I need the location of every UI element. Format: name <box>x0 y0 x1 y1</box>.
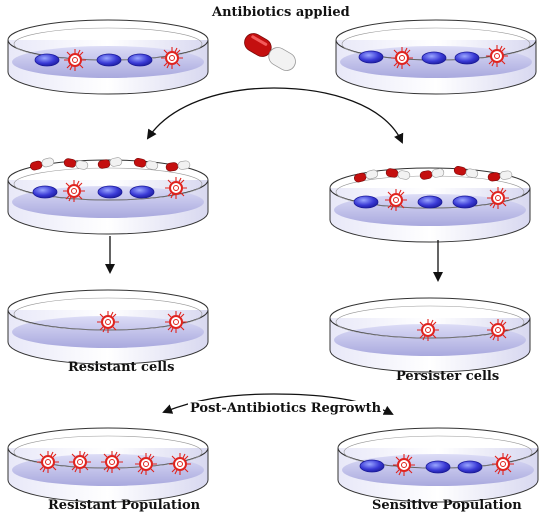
resistant-population-label: Resistant Population <box>48 498 201 513</box>
red-spiky-bacterium-icon <box>69 451 91 473</box>
red-spiky-bacterium-icon <box>37 451 59 473</box>
pill-capsule-icon <box>244 33 296 71</box>
blue-oval-bacterium-icon <box>97 185 123 199</box>
blue-oval-bacterium-icon <box>454 51 480 65</box>
antibiotics-applied-label: Antibiotics applied <box>212 5 350 20</box>
red-spiky-bacterium-icon <box>101 451 123 473</box>
pill-capsule-icon <box>419 168 445 180</box>
red-spiky-bacterium-icon <box>385 189 407 211</box>
red-spiky-bacterium-icon <box>391 47 413 69</box>
red-spiky-bacterium-icon <box>63 180 85 202</box>
sensitive-population-label: Sensitive Population <box>372 498 522 513</box>
cells-dish-initial-right <box>358 45 508 69</box>
petri-dish-initial-right <box>335 19 537 95</box>
blue-oval-bacterium-icon <box>421 51 447 65</box>
red-spiky-bacterium-icon <box>165 177 187 199</box>
red-spiky-bacterium-icon <box>417 319 439 341</box>
split-arrow-right <box>273 87 404 144</box>
pill-capsule-icon <box>487 170 513 182</box>
persister-cells-label: Persister cells <box>396 369 500 384</box>
blue-oval-bacterium-icon <box>425 460 451 474</box>
red-spiky-bacterium-icon <box>492 453 514 475</box>
split-arrow-left <box>146 87 275 140</box>
blue-oval-bacterium-icon <box>452 195 478 209</box>
blue-oval-bacterium-icon <box>417 195 443 209</box>
red-spiky-bacterium-icon <box>487 319 509 341</box>
red-spiky-bacterium-icon <box>487 187 509 209</box>
blue-oval-bacterium-icon <box>353 195 379 209</box>
red-spiky-bacterium-icon <box>97 311 119 333</box>
pill-capsule-icon <box>353 169 379 183</box>
petri-dish-resistant-population <box>7 427 209 503</box>
red-spiky-bacterium-icon <box>486 45 508 67</box>
blue-oval-bacterium-icon <box>34 53 60 67</box>
cells-dish-sensitive-population <box>359 453 514 476</box>
blue-oval-bacterium-icon <box>359 459 385 473</box>
petri-dish-treated-right <box>329 167 531 243</box>
petri-dish-treated-left <box>7 159 209 235</box>
blue-oval-bacterium-icon <box>457 460 483 474</box>
red-spiky-bacterium-icon <box>169 453 191 475</box>
pill-capsule-icon <box>133 158 159 170</box>
pill-capsule-icon <box>63 158 89 170</box>
cells-dish-persister <box>417 319 509 341</box>
pill-capsule-icon <box>97 157 123 169</box>
pill-capsule-icon <box>385 168 411 180</box>
blue-oval-bacterium-icon <box>32 185 58 199</box>
cells-dish-resistant <box>97 311 187 333</box>
pill-capsule-icon <box>453 166 479 178</box>
red-spiky-bacterium-icon <box>135 453 157 475</box>
resistant-cells-label: Resistant cells <box>68 360 175 375</box>
blue-oval-bacterium-icon <box>127 53 153 67</box>
cells-dish-resistant-population <box>37 451 191 475</box>
red-spiky-bacterium-icon <box>393 454 415 476</box>
red-spiky-bacterium-icon <box>161 47 183 69</box>
regrowth-arrow-left <box>162 393 275 414</box>
pill-capsule-icon <box>29 157 55 171</box>
blue-oval-bacterium-icon <box>358 50 384 64</box>
blue-oval-bacterium-icon <box>129 185 155 199</box>
red-spiky-bacterium-icon <box>64 49 86 71</box>
blue-oval-bacterium-icon <box>96 53 122 67</box>
antibiotics-dish-treated-left <box>29 157 191 202</box>
post-antibiotics-regrowth-label: Post-Antibiotics Regrowth <box>188 401 384 417</box>
red-spiky-bacterium-icon <box>165 311 187 333</box>
pill-capsule-icon <box>165 160 191 172</box>
antibiotics-dish-treated-right <box>353 166 513 211</box>
cells-dish-initial-left <box>34 47 183 71</box>
